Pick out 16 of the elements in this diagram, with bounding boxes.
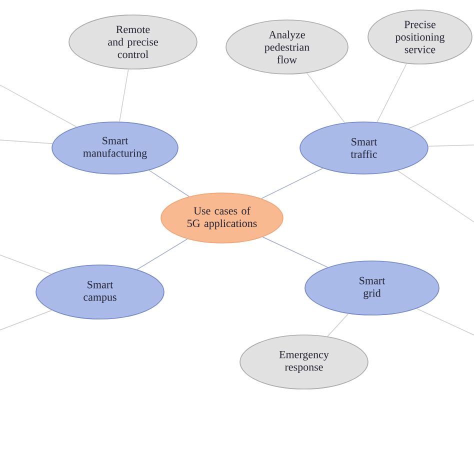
connector-line: [428, 144, 474, 147]
connector-line: [327, 313, 349, 337]
connector-line: [0, 310, 52, 330]
connector-line: [376, 63, 407, 122]
connector-line: [306, 72, 346, 124]
connector-line: [0, 84, 77, 128]
connector-line: [416, 308, 474, 336]
connector-line: [119, 68, 129, 122]
connector-line: [397, 170, 474, 222]
connector-line: [408, 100, 474, 130]
connector-line: [261, 168, 324, 199]
connector-line: [148, 170, 190, 197]
connector-line: [136, 238, 188, 270]
connector-line: [262, 236, 328, 268]
connector-line: [0, 254, 52, 274]
connector-line: [0, 140, 53, 144]
